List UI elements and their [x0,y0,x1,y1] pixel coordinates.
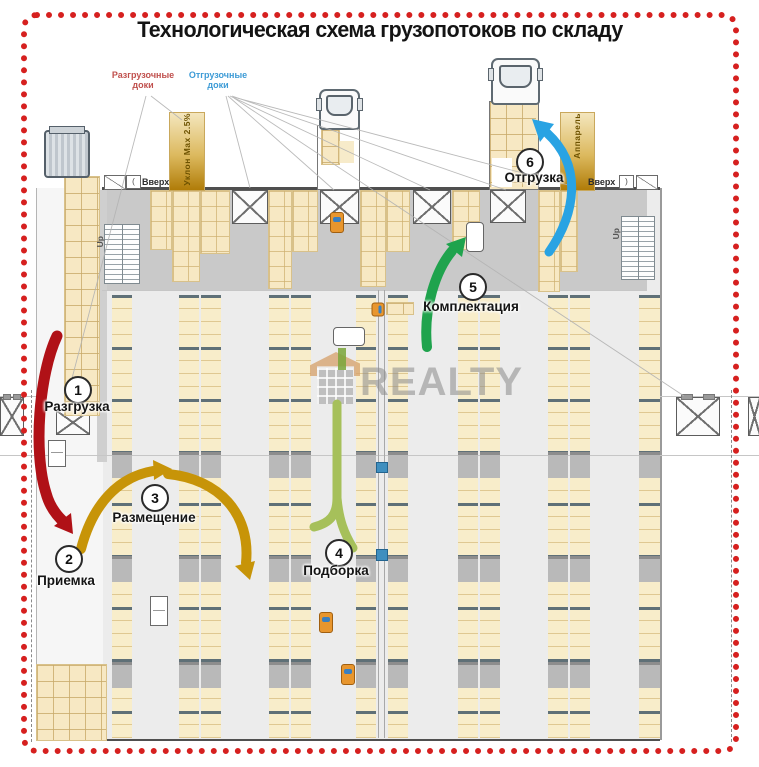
forklift [341,664,355,685]
van [333,327,365,346]
mezzanine-rack [386,190,410,252]
step-label-2: Приемка [37,573,95,588]
forklift [319,612,333,633]
truck-cab [316,89,363,130]
mezzanine-rack [172,190,200,282]
mezzanine-rack [360,190,386,287]
mezzanine-rack [560,190,578,272]
step-label-5: Комплектация [423,299,519,314]
wall-up-right: Вверх [588,177,616,187]
unloading-docks-label: Разгрузочные доки [111,70,175,91]
expansion-joint-line [0,455,759,456]
step-circle-3: 3 [141,484,169,512]
door-arc-right [636,175,658,190]
exterior-dock-platform [676,394,720,436]
rack-row [356,295,376,738]
rack-row [548,295,568,738]
dock-leveler [232,190,268,224]
site-boundary-left [31,390,32,742]
step-label-6: Отгрузка [504,170,564,185]
diagram-title: Технологическая схема грузопотоков по ск… [137,17,623,42]
truck-trailer [317,125,360,190]
central-aisle-line [384,290,385,738]
stairs-left [104,224,140,284]
rack-row [201,295,221,738]
pallet-block [321,129,340,165]
exterior-dock-platform [0,394,24,436]
step-label-1: Разгрузка [44,399,110,414]
rack-row [480,295,500,738]
roll-container [48,440,66,467]
forklift [371,302,385,317]
truck-left [44,126,90,178]
bottom-wall [36,739,660,741]
watermark-accent-bar [338,348,346,370]
watermark-text: REALTY [360,360,524,404]
stairs-up-label-right: Up [611,228,621,240]
mezzanine-rack [200,190,230,254]
staging-area [36,664,107,741]
forklift [330,212,344,233]
rack-row [639,295,660,738]
wall-up-left: Вверх [142,177,170,187]
dock-leveler [413,190,451,224]
rack-row [570,295,590,738]
rack-row [269,295,289,738]
mezzanine-rack [268,190,292,289]
stairs-up-label-left: Up [95,236,105,248]
van [466,222,484,252]
pallet [386,302,414,315]
mezzanine-rack [150,190,172,250]
step-circle-5: 5 [459,273,487,301]
stairs-right [621,216,655,280]
mezzanine-rack [538,190,560,292]
conveyor-node [376,549,388,561]
watermark-house-icon [317,368,353,404]
door-box-right: ) [619,175,634,189]
shipping-docks-label: Отгрузочные доки [188,70,248,91]
apparel-ramp-label: Аппарель [572,113,582,159]
exterior-dock-platform [748,397,759,436]
step-circle-2: 2 [55,545,83,573]
door-arc-left [104,175,126,190]
mezzanine-rack [292,190,318,252]
door-box-left: ( [126,175,141,189]
step-label-4: Подборка [303,563,369,578]
rack-row [458,295,478,738]
dock-leveler [490,190,526,223]
rack-row [388,295,408,738]
conveyor-node [376,462,388,473]
incline-ramp-label: Уклон Max 2.5% [182,113,192,186]
incline-ramp: Уклон Max 2.5% [169,112,205,191]
step-label-3: Размещение [112,510,196,525]
central-aisle-line [378,290,379,738]
mezzanine-edge-line [102,290,647,291]
roll-container [150,596,168,626]
pallet-block [339,141,354,163]
site-boundary-right [731,390,732,742]
truck-cab [488,58,543,105]
rack-row [291,295,311,738]
